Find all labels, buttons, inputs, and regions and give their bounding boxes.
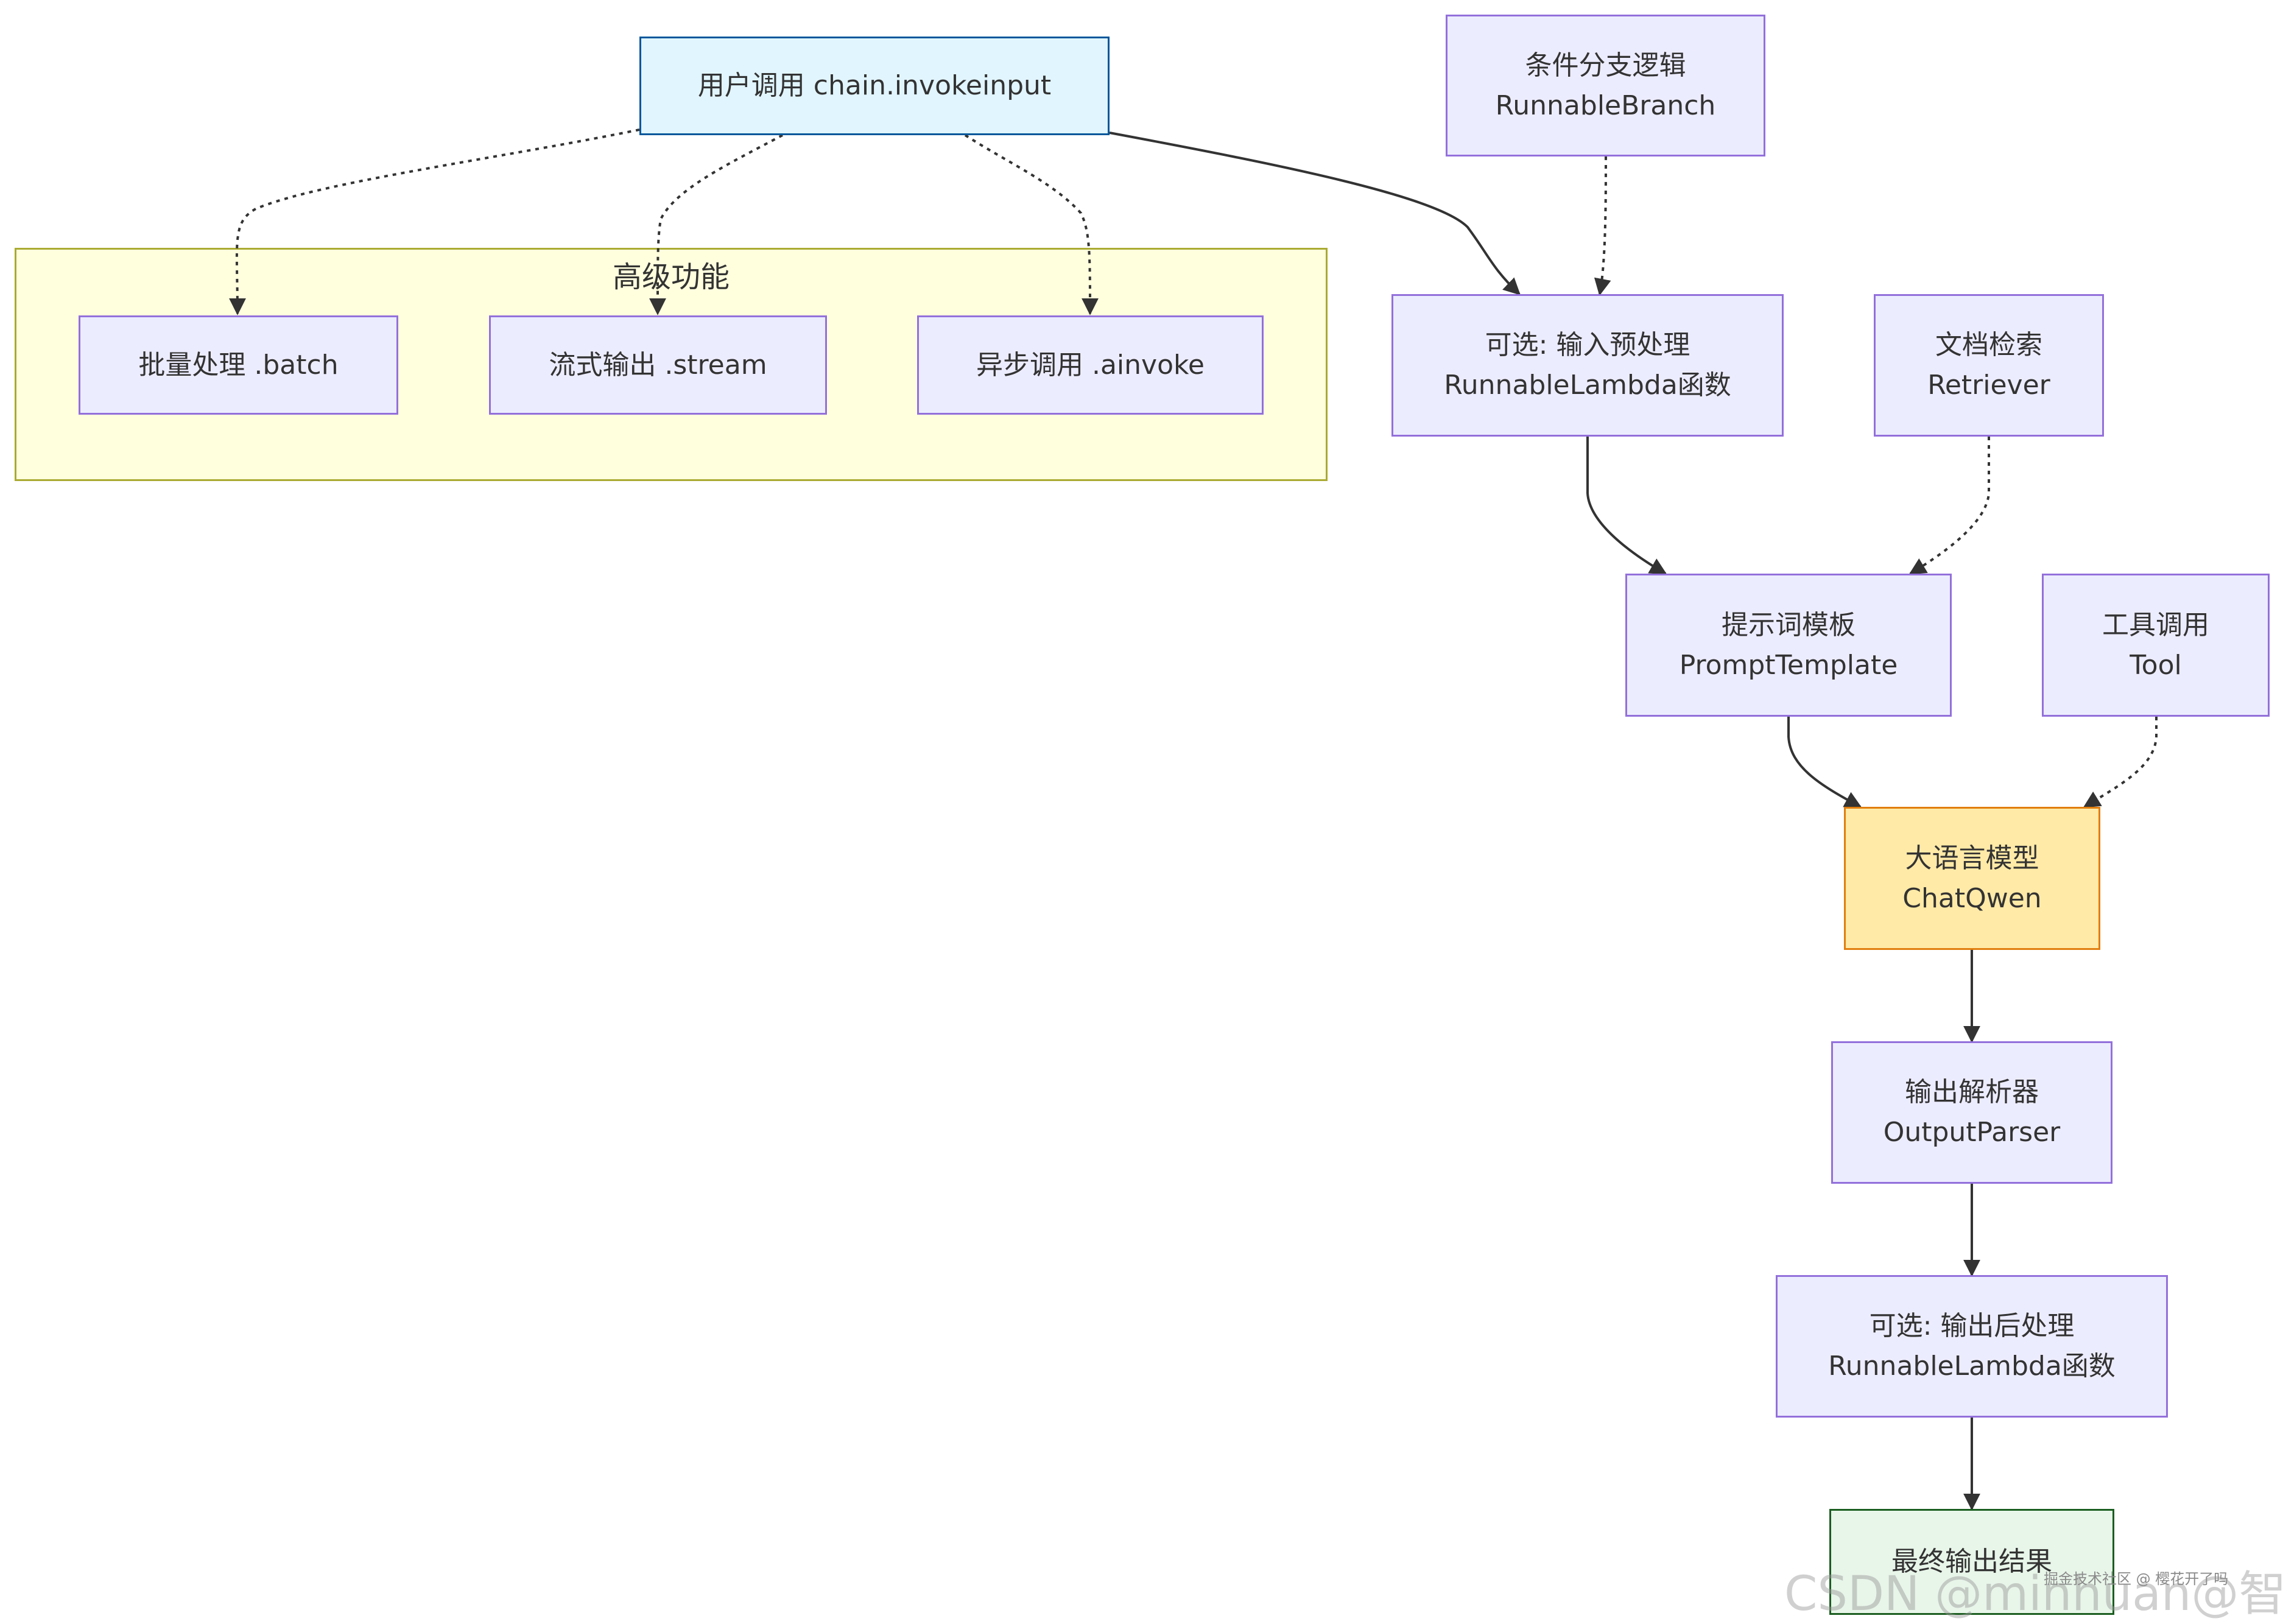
tool-label-en: Tool <box>2130 649 2182 681</box>
pre-lambda-node: 可选: 输入预处理 RunnableLambda函数 <box>1391 294 1784 437</box>
edge-retriever-to-prompt <box>1908 437 1990 575</box>
retriever-node: 文档检索 Retriever <box>1874 294 2104 437</box>
stream-label: 流式输出 .stream <box>549 349 767 381</box>
branch-label-en: RunnableBranch <box>1495 90 1716 121</box>
prompt-label-cn: 提示词模板 <box>1722 609 1856 641</box>
edge-user-to-pre-lambda <box>1109 132 1521 295</box>
pre-lambda-label-en: RunnableLambda函数 <box>1444 370 1731 401</box>
juejin-watermark: 掘金技术社区 @ 樱花开了吗 <box>2044 1570 2229 1587</box>
user-call-node: 用户调用 chain.invokeinput <box>639 37 1110 135</box>
pre-lambda-label-cn: 可选: 输入预处理 <box>1485 329 1690 360</box>
parser-label-cn: 输出解析器 <box>1905 1077 2039 1108</box>
edge-user-to-ainvoke <box>964 134 1099 315</box>
edge-branch-to-pre-lambda <box>1594 156 1611 296</box>
user-call-label: 用户调用 chain.invokeinput <box>697 70 1052 101</box>
group-title: 高级功能 <box>612 260 730 294</box>
branch-label-cn: 条件分支逻辑 <box>1525 49 1686 81</box>
parser-label-en: OutputParser <box>1883 1117 2061 1148</box>
post-lambda-label-cn: 可选: 输出后处理 <box>1869 1310 2075 1341</box>
post-lambda-label-en: RunnableLambda函数 <box>1828 1351 2116 1382</box>
ainvoke-node: 异步调用 .ainvoke <box>917 315 1264 415</box>
batch-label: 批量处理 .batch <box>138 349 339 381</box>
result-label: 最终输出结果 <box>1891 1546 2052 1577</box>
edge-user-to-stream <box>649 134 783 315</box>
branch-node: 条件分支逻辑 RunnableBranch <box>1446 15 1765 156</box>
retriever-label-cn: 文档检索 <box>1935 329 2042 360</box>
ainvoke-label: 异步调用 .ainvoke <box>976 349 1205 381</box>
llm-label-en: ChatQwen <box>1902 882 2042 914</box>
llm-label-cn: 大语言模型 <box>1905 842 2039 874</box>
tool-label-cn: 工具调用 <box>2102 609 2209 641</box>
batch-node: 批量处理 .batch <box>79 315 398 415</box>
edge-tool-to-llm <box>2083 717 2158 808</box>
retriever-label-en: Retriever <box>1927 370 2050 401</box>
edge-user-to-batch <box>228 128 640 315</box>
edge-prompt-to-llm <box>1787 717 1862 808</box>
stream-node: 流式输出 .stream <box>489 315 827 415</box>
prompt-template-node: 提示词模板 PromptTemplate <box>1625 574 1952 717</box>
post-lambda-node: 可选: 输出后处理 RunnableLambda函数 <box>1776 1275 2168 1418</box>
output-parser-node: 输出解析器 OutputParser <box>1831 1041 2112 1184</box>
csdn-watermark: CSDN @minhuan@智循AI <box>1784 1567 2283 1622</box>
llm-node: 大语言模型 ChatQwen <box>1844 807 2100 950</box>
final-result-node: 最终输出结果 <box>1829 1509 2114 1615</box>
prompt-label-en: PromptTemplate <box>1679 649 1898 681</box>
edge-pre-lambda-to-prompt <box>1586 437 1667 575</box>
tool-node: 工具调用 Tool <box>2042 574 2270 717</box>
